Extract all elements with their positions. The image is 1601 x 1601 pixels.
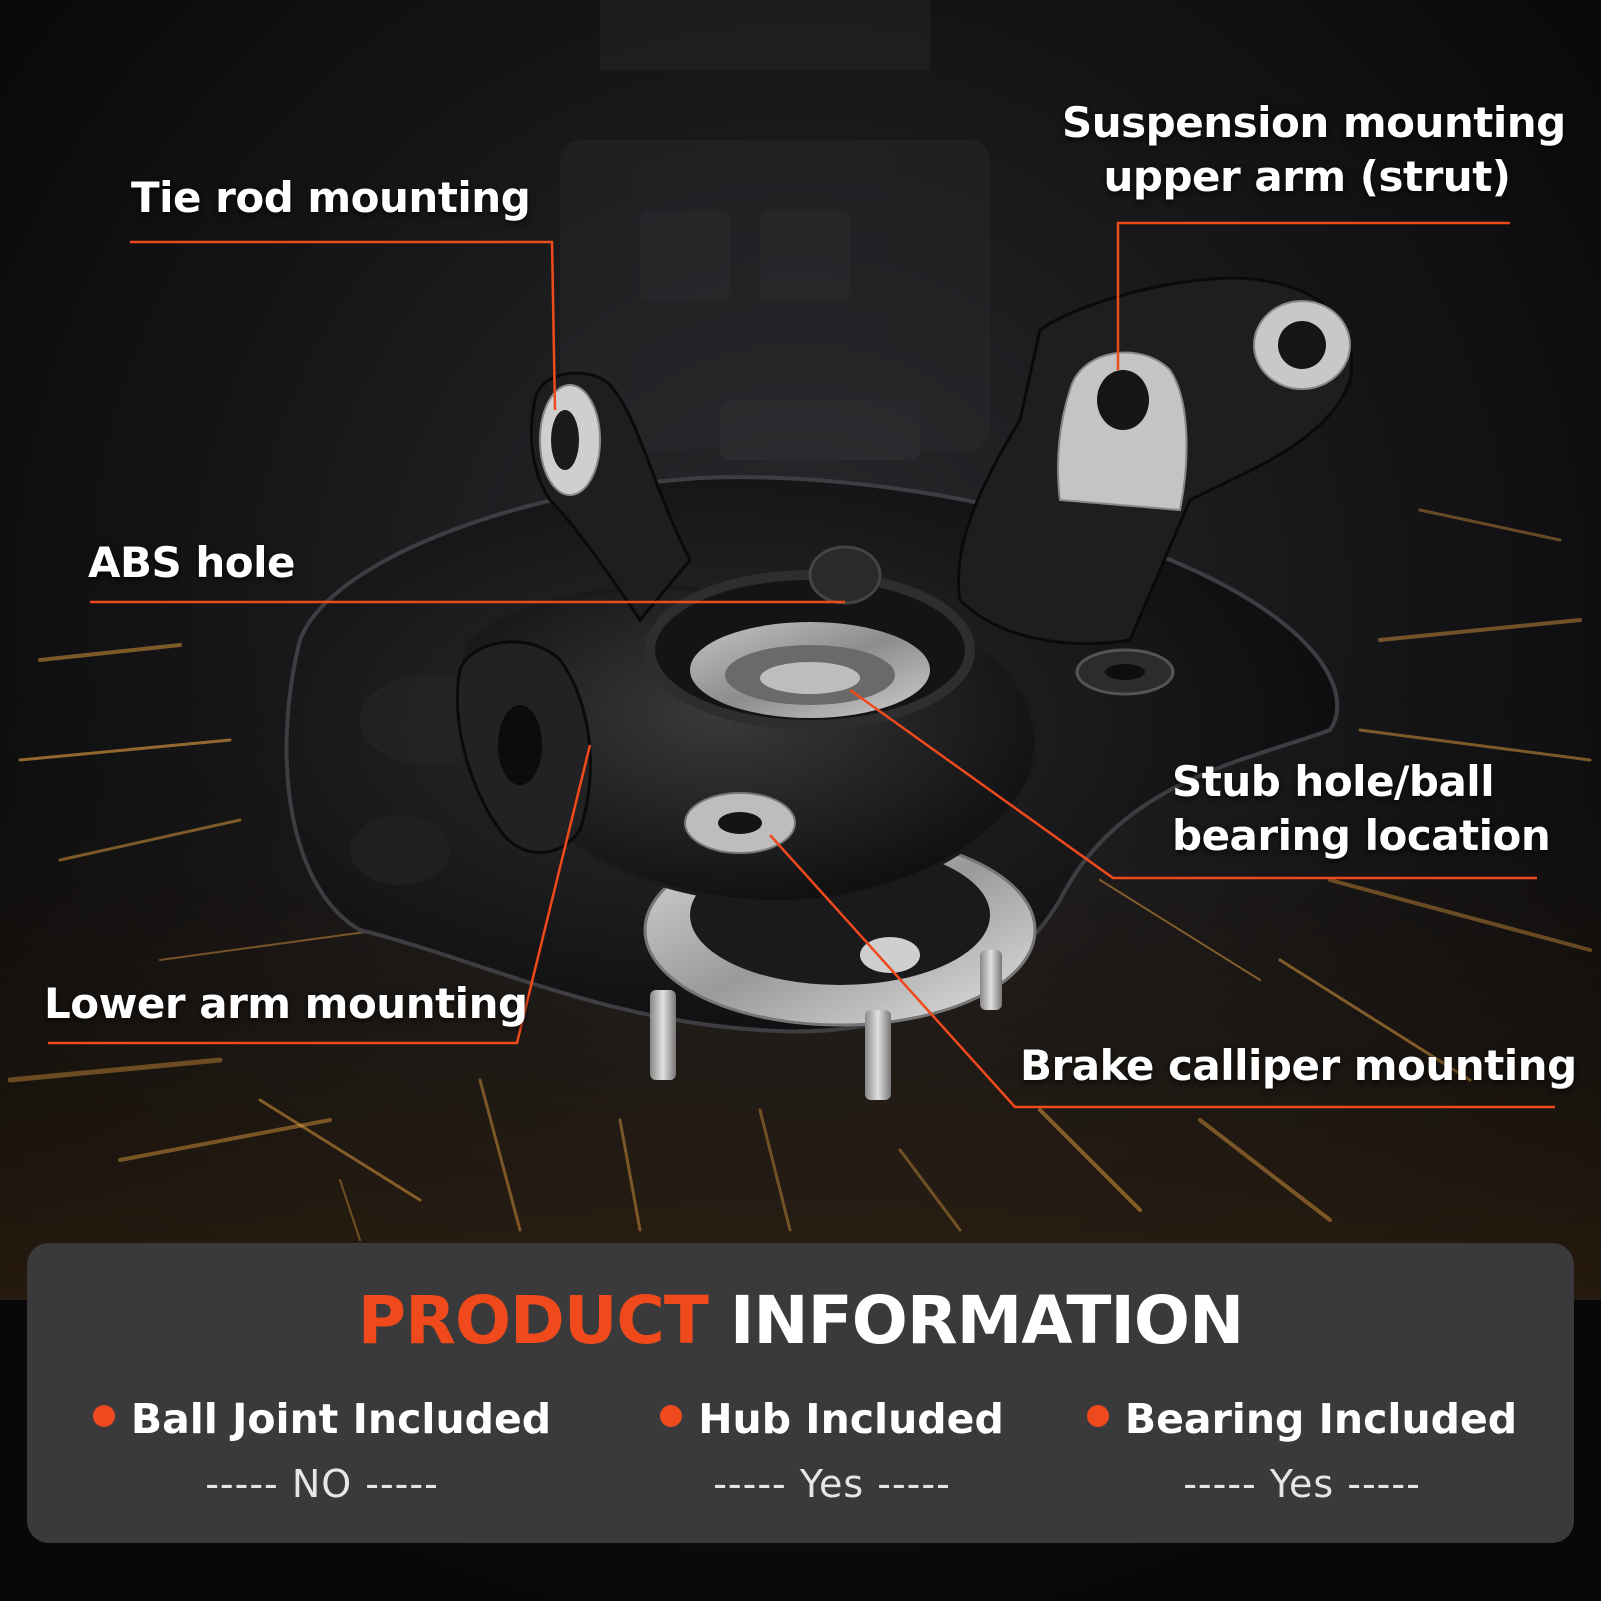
callout-stub-line1: Stub hole/ball <box>1172 757 1495 806</box>
abs-boss <box>808 545 882 605</box>
leader-tie-rod <box>130 240 557 411</box>
title-main-word: INFORMATION <box>729 1282 1244 1359</box>
callout-suspension-line2: upper arm (strut) <box>1103 152 1511 201</box>
title-accent-word: PRODUCT <box>357 1282 709 1359</box>
callout-abs-hole: ABS hole <box>88 536 296 590</box>
callout-lower-arm-mounting: Lower arm mounting <box>44 977 528 1031</box>
leader-brake <box>769 834 1555 1109</box>
feature-value: ----- NO ----- <box>205 1462 439 1506</box>
bullet-dot-icon <box>660 1405 683 1427</box>
machinery-silhouette <box>560 0 990 460</box>
feature-value: ----- Yes ----- <box>1183 1462 1421 1506</box>
leader-stub <box>849 688 1537 880</box>
strut-mount-plate <box>1057 351 1188 512</box>
sparks <box>7 508 1592 1241</box>
callout-suspension-line1: Suspension mounting <box>1062 98 1566 147</box>
callout-stub-line2: bearing location <box>1172 811 1551 860</box>
knuckle-illustration <box>284 276 1354 1100</box>
callout-tie-rod-mounting: Tie rod mounting <box>131 171 531 225</box>
feature-hub: Hub Included ----- Yes ----- <box>597 1393 1067 1509</box>
leader-lines <box>48 221 1555 1109</box>
feature-bearing: Bearing Included ----- Yes ----- <box>1067 1393 1537 1509</box>
feature-label: Hub Included <box>698 1395 1004 1443</box>
wheel-stud <box>865 1010 891 1100</box>
callout-abs-text: ABS hole <box>88 538 296 587</box>
bullet-dot-icon <box>1086 1405 1109 1427</box>
callout-suspension-mounting: Suspension mounting upper arm (strut) <box>1062 96 1566 204</box>
callout-brake-calliper-mounting: Brake calliper mounting <box>1020 1039 1577 1093</box>
feature-ball-joint: Ball Joint Included ----- NO ----- <box>87 1393 557 1509</box>
product-information-panel: PRODUCT INFORMATION Ball Joint Included … <box>27 1243 1574 1543</box>
leader-lower-arm <box>48 744 592 1045</box>
feature-label: Bearing Included <box>1124 1395 1518 1443</box>
feature-value: ----- Yes ----- <box>713 1462 951 1506</box>
wheel-stud <box>650 990 676 1080</box>
wheel-stud <box>980 950 1002 1010</box>
leader-suspension <box>1116 221 1510 370</box>
feature-label: Ball Joint Included <box>130 1395 552 1443</box>
product-information-title: PRODUCT INFORMATION <box>27 1281 1574 1361</box>
callout-tie-rod-text: Tie rod mounting <box>131 173 531 222</box>
callout-lower-arm-text: Lower arm mounting <box>44 979 528 1028</box>
callout-brake-text: Brake calliper mounting <box>1020 1041 1577 1090</box>
callout-stub-hole: Stub hole/ball bearing location <box>1172 755 1551 863</box>
bullet-dot-icon <box>92 1405 115 1427</box>
